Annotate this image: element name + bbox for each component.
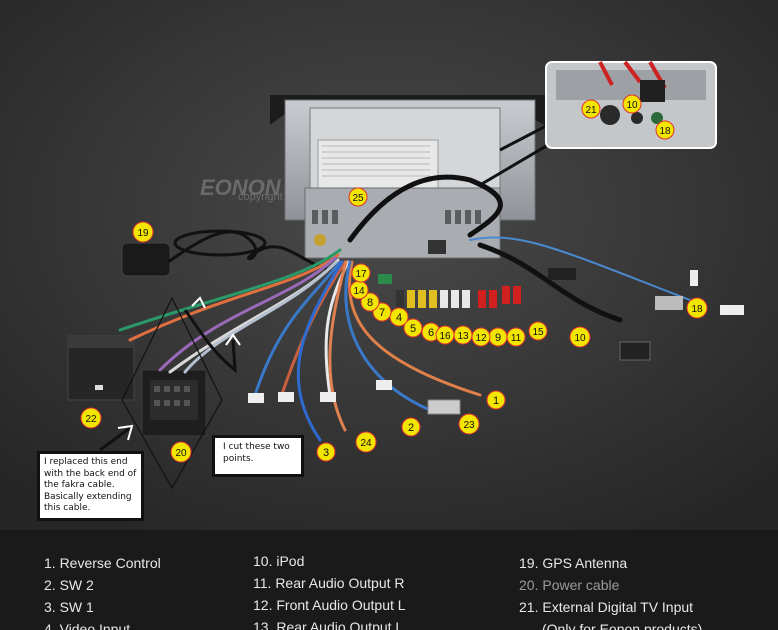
svg-text:8: 8: [367, 297, 373, 309]
power-connector: [141, 369, 207, 437]
legend-column-3: 19. GPS Antenna 20. Power cable 21. Exte…: [519, 552, 702, 630]
svg-text:17: 17: [355, 269, 367, 280]
legend-item: 2. SW 2: [44, 577, 94, 593]
svg-text:15: 15: [532, 327, 544, 338]
callout-1: 1: [486, 390, 506, 410]
legend-item: 20. Power cable: [519, 577, 620, 593]
svg-text:11: 11: [511, 333, 522, 344]
legend-panel: 1. Reverse Control 2. SW 2 3. SW 1 4. Vi…: [0, 530, 778, 630]
svg-text:9: 9: [495, 332, 501, 344]
svg-text:18: 18: [659, 126, 671, 137]
head-unit: [270, 95, 545, 259]
note-left-text: I replaced this end with the back end of…: [44, 457, 137, 513]
callout-20: 20: [170, 441, 192, 463]
callout-14: 14: [349, 280, 369, 300]
callout-2: 2: [401, 417, 421, 437]
svg-text:5: 5: [410, 323, 416, 335]
svg-text:24: 24: [360, 438, 372, 449]
svg-text:7: 7: [379, 307, 385, 319]
callout-17: 17: [351, 263, 371, 283]
callout-8: 8: [360, 292, 380, 312]
annotation-marks: [99, 296, 241, 490]
legend-item: 21. External Digital TV Input: [519, 599, 694, 615]
legend-column-2: 10. iPod 11. Rear Audio Output R 12. Fro…: [253, 550, 406, 630]
svg-text:13: 13: [457, 331, 469, 342]
legend-item-note: (Only for Eonon products): [542, 621, 703, 630]
callout-24: 24: [355, 431, 377, 453]
callout-4: 4: [389, 307, 409, 327]
legend-item: 12. Front Audio Output L: [253, 597, 406, 613]
svg-text:16: 16: [439, 331, 451, 342]
svg-text:23: 23: [463, 420, 475, 431]
callout-5: 5: [403, 318, 423, 338]
legend-item: 19. GPS Antenna: [519, 555, 628, 571]
tv-module: [67, 335, 135, 401]
legend-column-1: 1. Reverse Control 2. SW 2 3. SW 1 4. Vi…: [44, 552, 161, 630]
watermark-sub: copyright: [238, 191, 283, 203]
svg-text:10: 10: [574, 333, 586, 344]
note-box-right: I cut these two points.: [212, 435, 304, 477]
callout-inset-18: 18: [655, 120, 675, 140]
wire-harness: [118, 174, 691, 442]
legend-item: 3. SW 1: [44, 599, 94, 615]
callout-15: 15: [528, 321, 548, 341]
note-right-text: I cut these two points.: [223, 442, 290, 464]
legend-item: 1. Reverse Control: [44, 555, 161, 571]
svg-text:12: 12: [475, 333, 487, 344]
svg-text:20: 20: [175, 448, 187, 459]
gps-antenna: [121, 229, 331, 277]
svg-text:2: 2: [408, 422, 414, 434]
callout-12: 12: [471, 327, 491, 347]
svg-text:22: 22: [85, 414, 97, 425]
callout-9: 9: [488, 327, 508, 347]
svg-text:19: 19: [137, 228, 149, 239]
svg-text:1: 1: [493, 395, 499, 407]
legend-item: 10. iPod: [253, 553, 305, 569]
rca-plugs: [248, 268, 744, 415]
callout-19: 19: [132, 221, 154, 243]
callout-21: 21: [581, 99, 601, 119]
svg-text:25: 25: [352, 193, 364, 204]
svg-text:4: 4: [396, 312, 402, 324]
wiring-diagram: EONON copyright: [0, 0, 778, 530]
note-box-left: I replaced this end with the back end of…: [37, 451, 144, 521]
legend-item: 4. Video Input: [44, 621, 131, 630]
legend-item: 11. Rear Audio Output R: [253, 575, 405, 591]
callout-25: 25: [348, 187, 368, 207]
callout-11: 11: [506, 327, 526, 347]
watermark-text: EONON: [200, 175, 282, 200]
legend-item: 13. Rear Audio Output L: [253, 619, 404, 630]
callout-18: 18: [686, 297, 708, 319]
callout-16: 16: [435, 325, 455, 345]
svg-text:6: 6: [428, 327, 434, 339]
svg-text:10: 10: [626, 100, 638, 111]
callout-3: 3: [316, 442, 336, 462]
svg-text:21: 21: [585, 105, 597, 116]
svg-text:3: 3: [323, 447, 329, 459]
svg-text:14: 14: [353, 286, 365, 297]
svg-text:18: 18: [691, 304, 703, 315]
callout-23: 23: [458, 413, 480, 435]
callout-inset-10: 10: [622, 94, 642, 114]
callout-13: 13: [453, 325, 473, 345]
callout-10: 10: [569, 326, 591, 348]
watermark: EONON copyright: [200, 175, 283, 203]
callout-22: 22: [80, 407, 102, 429]
